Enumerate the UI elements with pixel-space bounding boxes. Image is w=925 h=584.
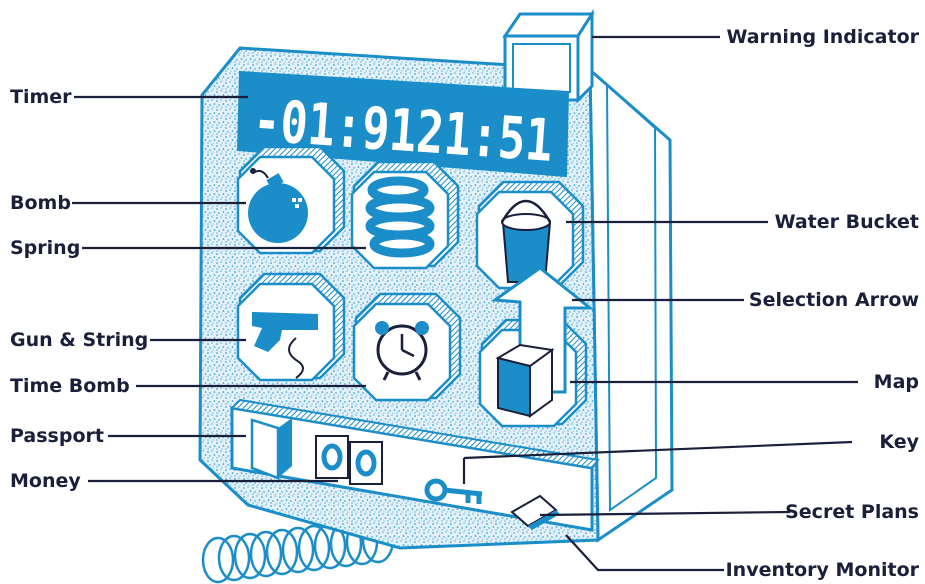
map-icon (495, 343, 555, 418)
label-warning-indicator: Warning Indicator (726, 26, 919, 48)
leader-lines (72, 35, 858, 572)
label-time-bomb: Time Bomb (10, 375, 130, 397)
label-map: Map (873, 371, 919, 393)
warning-light-icon (502, 8, 595, 104)
label-timer: Timer (10, 86, 72, 108)
label-bomb: Bomb (10, 192, 71, 214)
device-side-panel (588, 66, 674, 543)
label-gun-string: Gun & String (10, 329, 149, 351)
up-arrow-icon (490, 266, 595, 394)
money-icon (315, 435, 383, 485)
label-secret-plans: Secret Plans (785, 501, 919, 523)
passport-icon (250, 418, 292, 480)
label-passport: Passport (10, 425, 104, 447)
label-inventory-monitor: Inventory Monitor (725, 559, 919, 581)
spring-icon (365, 176, 435, 258)
alarm-clock-icon (375, 321, 429, 381)
key-icon (424, 478, 483, 504)
label-key: Key (879, 431, 919, 453)
label-water-bucket: Water Bucket (774, 211, 919, 233)
label-money: Money (10, 470, 81, 492)
gun-icon (252, 312, 318, 379)
label-selection-arrow: Selection Arrow (748, 289, 919, 311)
label-spring: Spring (10, 237, 81, 259)
bomb-icon (248, 168, 308, 243)
